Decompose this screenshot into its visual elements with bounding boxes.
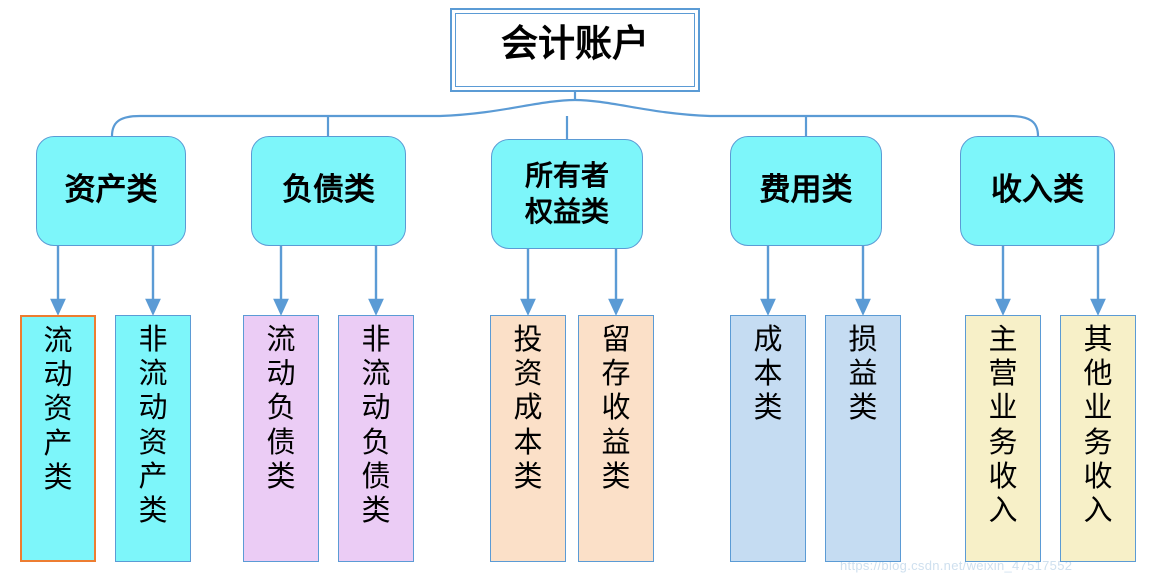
category-node-expenses[interactable]: 费用类 — [730, 136, 882, 246]
leaf-label-non-current-liabilities: 非流动负债类 — [361, 322, 391, 528]
leaf-label-profit-and-loss: 损益类 — [848, 322, 878, 425]
root-node-accounting-accounts[interactable]: 会计账户 — [450, 8, 700, 92]
leaf-node-current-liabilities[interactable]: 流动负债类 — [243, 315, 319, 562]
category-label-revenue: 收入类 — [991, 172, 1084, 209]
leaf-label-other-business-revenue: 其他业务收入 — [1083, 322, 1113, 528]
leaf-label-non-current-assets: 非流动资产类 — [138, 322, 168, 528]
category-node-owners-equity[interactable]: 所有者 权益类 — [491, 139, 643, 249]
leaf-label-cost: 成本类 — [753, 322, 783, 425]
leaf-node-invested-capital[interactable]: 投资成本类 — [490, 315, 566, 562]
leaf-node-current-assets[interactable]: 流动资产类 — [20, 315, 96, 562]
leaf-node-profit-and-loss[interactable]: 损益类 — [825, 315, 901, 562]
leaf-node-cost[interactable]: 成本类 — [730, 315, 806, 562]
root-node-inner-border: 会计账户 — [455, 13, 695, 87]
leaf-label-current-liabilities: 流动负债类 — [266, 322, 296, 493]
leaf-node-retained-earnings[interactable]: 留存收益类 — [578, 315, 654, 562]
leaf-label-retained-earnings: 留存收益类 — [601, 322, 631, 493]
category-label-assets: 资产类 — [64, 172, 158, 209]
root-node-label: 会计账户 — [501, 21, 649, 65]
category-node-liabilities[interactable]: 负债类 — [251, 136, 406, 246]
category-node-assets[interactable]: 资产类 — [36, 136, 186, 246]
leaf-node-main-business-revenue[interactable]: 主营业务收入 — [965, 315, 1041, 562]
category-label-liabilities: 负债类 — [282, 172, 375, 209]
category-label-owners-equity: 所有者 权益类 — [524, 158, 609, 228]
leaf-label-invested-capital: 投资成本类 — [513, 322, 543, 493]
category-label-expenses: 费用类 — [759, 172, 853, 209]
leaf-label-current-assets: 流动资产类 — [43, 323, 73, 494]
category-node-revenue[interactable]: 收入类 — [960, 136, 1115, 246]
leaf-node-non-current-assets[interactable]: 非流动资产类 — [115, 315, 191, 562]
leaf-node-non-current-liabilities[interactable]: 非流动负债类 — [338, 315, 414, 562]
leaf-node-other-business-revenue[interactable]: 其他业务收入 — [1060, 315, 1136, 562]
leaf-label-main-business-revenue: 主营业务收入 — [988, 322, 1018, 528]
